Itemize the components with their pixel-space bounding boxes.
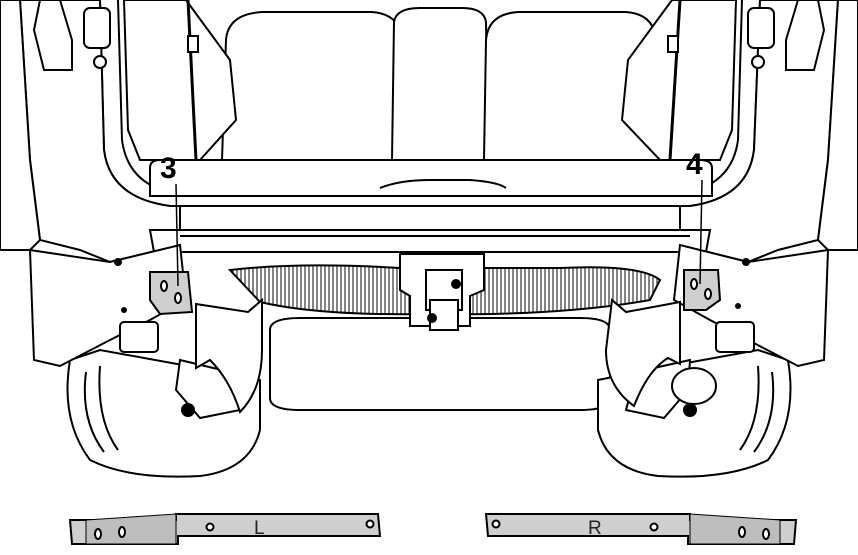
bracket-label-left: L bbox=[254, 518, 265, 539]
tow-hitch-receiver bbox=[399, 253, 485, 331]
mounting-bolts bbox=[114, 258, 750, 313]
pillar-trim-left bbox=[122, 0, 238, 161]
pillar-trim-right bbox=[620, 0, 738, 161]
bracket-label-right: R bbox=[588, 518, 602, 539]
mounting-plate-left bbox=[149, 271, 194, 316]
tailgate-straps bbox=[186, 0, 682, 161]
bracket-left: L bbox=[68, 513, 382, 545]
callout-number-4: 4 bbox=[686, 148, 703, 181]
callout-4: 4 bbox=[686, 148, 703, 285]
rear-silencer bbox=[269, 317, 611, 411]
callout-3: 3 bbox=[160, 152, 179, 287]
tail-light-left bbox=[32, 0, 111, 71]
rear-seats bbox=[220, 7, 662, 161]
tail-light-right bbox=[747, 0, 826, 71]
mounting-plate-right bbox=[683, 269, 722, 311]
callout-number-3: 3 bbox=[160, 152, 177, 185]
bracket-right: R bbox=[484, 513, 798, 545]
installation-arrow-left bbox=[195, 297, 263, 414]
cargo-floor-edge bbox=[149, 159, 713, 197]
installation-arrow-right bbox=[604, 298, 681, 408]
bumper-lower-left bbox=[28, 243, 188, 368]
